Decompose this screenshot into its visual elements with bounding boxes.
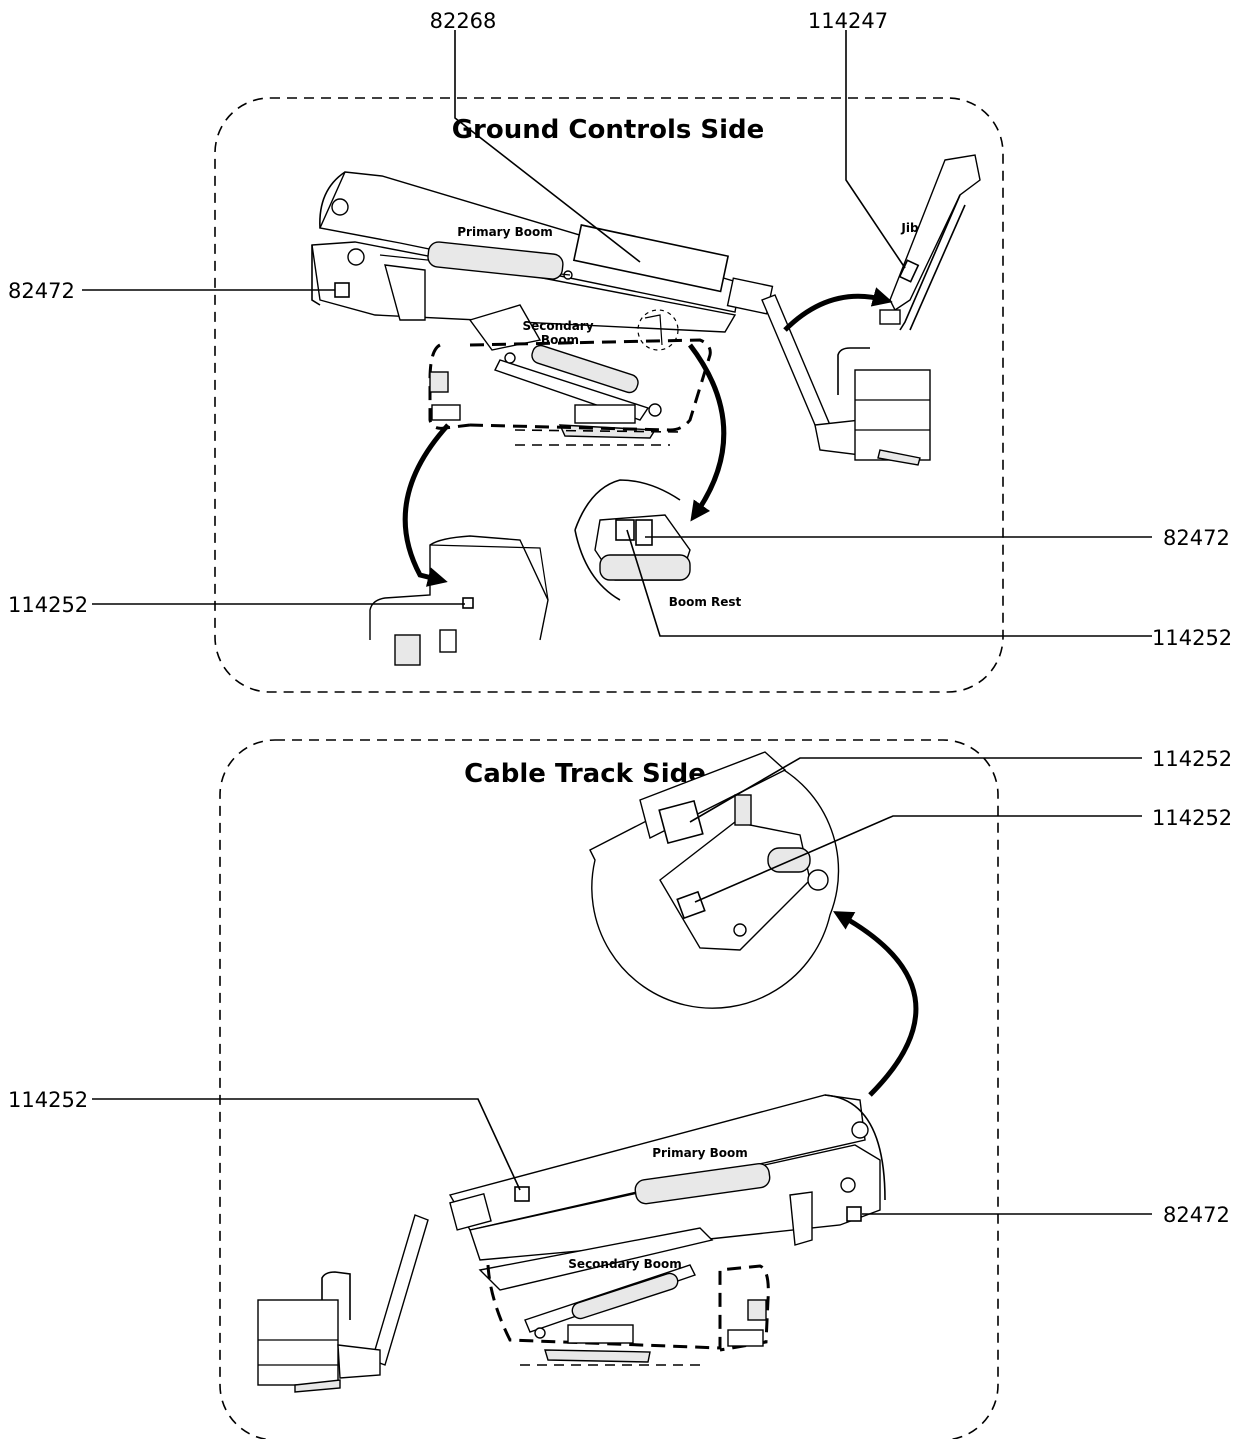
ground-jib-label: Jib bbox=[900, 221, 919, 235]
callout-82472-ground-right: 82472 bbox=[1163, 526, 1230, 550]
ground-controls-detail bbox=[369, 423, 549, 666]
decal-82472-boom-rest bbox=[635, 519, 653, 546]
callout-114252-cable-a: 114252 bbox=[1152, 747, 1232, 771]
decal-114252-cable-boom bbox=[514, 1186, 530, 1202]
decal-82472-ground-left bbox=[334, 282, 350, 298]
cable-track-circle-detail bbox=[589, 751, 919, 1097]
ground-controls-dashed-border bbox=[214, 97, 1004, 693]
ground-primary-boom-label: Primary Boom bbox=[457, 225, 552, 239]
callout-82268: 82268 bbox=[430, 9, 497, 33]
boom-rest-detail bbox=[574, 343, 727, 601]
decal-114252-cable-circle-b bbox=[676, 890, 706, 920]
decal-114247-jib bbox=[898, 259, 920, 283]
leader-114247 bbox=[845, 30, 906, 269]
ground-secondary-label-line1: Secondary bbox=[522, 319, 593, 333]
callout-114252-ground-left: 114252 bbox=[8, 593, 88, 617]
decal-82472-cable-boom bbox=[846, 1206, 862, 1222]
cable-track-title: Cable Track Side bbox=[464, 759, 706, 789]
ground-jib-platform bbox=[761, 154, 981, 466]
cable-track-panel: Cable Track Side bbox=[92, 739, 1152, 1439]
cable-secondary-boom-label: Secondary Boom bbox=[568, 1257, 681, 1271]
cable-primary-boom-label: Primary Boom bbox=[652, 1146, 747, 1160]
callout-82472-ground-left: 82472 bbox=[8, 279, 75, 303]
leader-114252-cable-b bbox=[694, 815, 1142, 903]
ground-controls-panel: Ground Controls Side Primary Boom bbox=[82, 30, 1152, 693]
decal-82268-ground bbox=[572, 224, 730, 293]
boom-rest-label: Boom Rest bbox=[669, 595, 742, 609]
cable-track-machine bbox=[257, 1094, 886, 1393]
ground-controls-title: Ground Controls Side bbox=[452, 115, 765, 145]
ground-secondary-boom bbox=[428, 304, 712, 446]
ground-primary-boom bbox=[311, 171, 774, 333]
ground-secondary-label-line2: Boom bbox=[541, 333, 579, 347]
leader-114252-right bbox=[626, 529, 1152, 637]
leader-114252-cable-a bbox=[689, 757, 1142, 823]
leader-82268 bbox=[454, 30, 641, 263]
decal-114252-boom-rest bbox=[615, 519, 635, 541]
leader-114252-cable-left bbox=[92, 1098, 521, 1191]
decal-114252-ground-detail bbox=[462, 597, 474, 609]
callout-114247: 114247 bbox=[808, 9, 888, 33]
callout-114252-ground-right: 114252 bbox=[1152, 626, 1232, 650]
callout-114252-cable-left: 114252 bbox=[8, 1088, 88, 1112]
callout-82472-cable-right: 82472 bbox=[1163, 1203, 1230, 1227]
callout-114252-cable-b: 114252 bbox=[1152, 806, 1232, 830]
